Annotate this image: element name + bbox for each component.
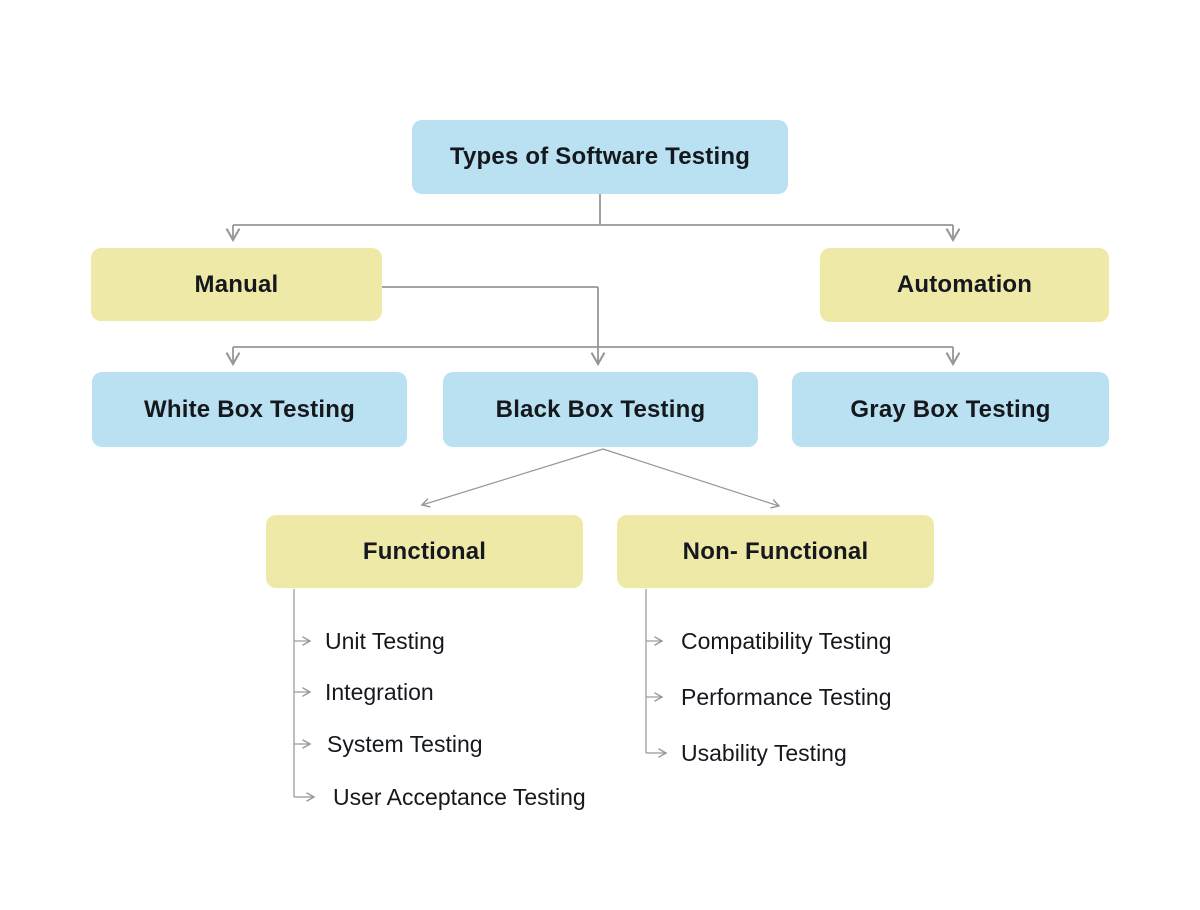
leaf-integration: Integration (325, 679, 434, 705)
connector-to-functional (420, 448, 604, 508)
node-functional: Functional (266, 515, 583, 588)
node-gray-box-testing: Gray Box Testing (792, 372, 1109, 447)
leaf-compatibility-testing: Compatibility Testing (681, 628, 892, 654)
leaf-performance-testing: Performance Testing (681, 684, 892, 710)
node-black-box-testing: Black Box Testing (443, 372, 758, 447)
node-root: Types of Software Testing (412, 120, 788, 194)
leaf-unit-testing: Unit Testing (325, 628, 445, 654)
leaf-system-testing: System Testing (327, 731, 483, 757)
leaf-usability-testing: Usability Testing (681, 740, 847, 766)
node-manual: Manual (91, 248, 382, 321)
leaf-user-acceptance-testing: User Acceptance Testing (333, 784, 586, 810)
node-non-functional: Non- Functional (617, 515, 934, 588)
node-automation: Automation (820, 248, 1109, 322)
node-white-box-testing: White Box Testing (92, 372, 407, 447)
connector-to-non-functional (602, 448, 781, 509)
